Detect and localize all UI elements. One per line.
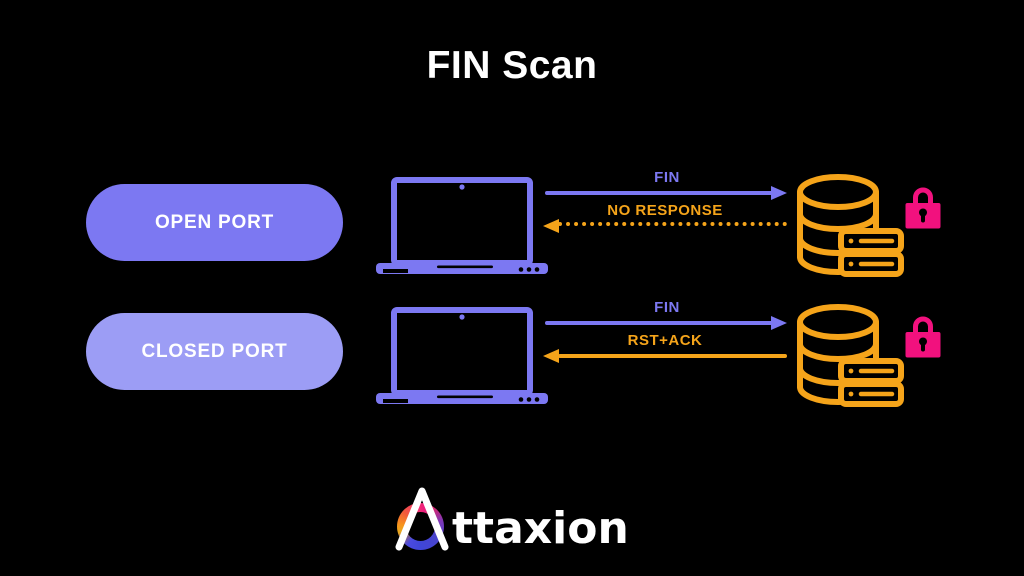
open-port-pill: OPEN PORT — [86, 184, 343, 261]
attaxion-logo-a-icon — [395, 487, 449, 551]
arrow-head-right-icon — [771, 315, 787, 330]
laptop-icon — [376, 307, 548, 404]
rst-ack-arrow: RST+ACK — [543, 333, 787, 363]
padlock-icon — [905, 316, 941, 358]
arrow-head-left-icon — [543, 348, 559, 363]
fin-request-label-closed: FIN — [654, 299, 680, 316]
arrow-head-right-icon — [771, 185, 787, 200]
database-server-icon — [797, 304, 904, 407]
fin-arrow-line — [545, 191, 773, 195]
fin-arrow-line — [545, 321, 773, 325]
closed-port-pill: CLOSED PORT — [86, 313, 343, 390]
laptop-icon — [376, 177, 548, 274]
rst-ack-line — [558, 354, 787, 358]
closed-port-label: CLOSED PORT — [141, 340, 288, 362]
no-response-label: NO RESPONSE — [607, 202, 723, 219]
no-response-dotted-line — [558, 222, 787, 226]
arrow-head-left-icon — [543, 218, 559, 233]
page-title: FIN Scan — [426, 44, 598, 87]
fin-request-arrow-closed: FIN — [545, 300, 789, 330]
database-server-icon — [797, 174, 904, 277]
no-response-arrow: NO RESPONSE — [543, 203, 787, 233]
padlock-icon — [905, 187, 941, 229]
attaxion-wordmark: ttaxion — [452, 503, 629, 554]
fin-request-label-open: FIN — [654, 169, 680, 186]
fin-request-arrow-open: FIN — [545, 170, 789, 200]
rst-ack-label: RST+ACK — [627, 332, 703, 349]
open-port-label: OPEN PORT — [154, 211, 275, 233]
